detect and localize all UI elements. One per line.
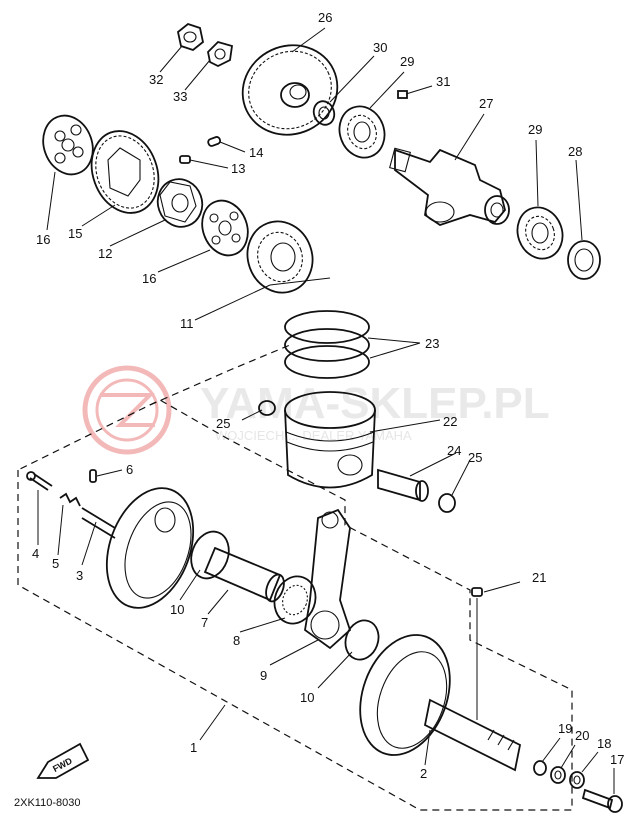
callout-18: 18	[597, 736, 611, 751]
callout-16-mid: 16	[142, 271, 156, 286]
diagram-code: 2XK110-8030	[14, 797, 80, 809]
spring-13	[179, 155, 191, 164]
callout-4: 4	[32, 546, 39, 561]
callout-20: 20	[575, 728, 589, 743]
washer-18	[569, 771, 585, 789]
circlip-25-left	[258, 400, 276, 416]
washer-10-left	[190, 530, 230, 580]
assembly-boundary	[17, 344, 573, 811]
piston-rings-23	[284, 310, 370, 379]
leader-lines	[37, 27, 615, 794]
callout-10-right: 10	[300, 690, 314, 705]
bolt-17	[581, 788, 623, 813]
nut-32	[177, 22, 204, 52]
callout-6: 6	[126, 462, 133, 477]
key-21	[471, 587, 483, 597]
callout-16-top: 16	[36, 232, 50, 247]
key-31	[397, 90, 408, 99]
bolt-4	[26, 471, 53, 491]
fwd-arrow-icon: FWD	[36, 742, 90, 779]
bearing-11	[246, 220, 314, 294]
callout-11: 11	[180, 316, 194, 331]
piston-22	[284, 391, 376, 489]
callout-29-right: 29	[528, 122, 542, 137]
callout-14: 14	[249, 145, 263, 160]
key-6	[89, 469, 97, 483]
crank-right-2	[359, 634, 522, 772]
washer-10-right	[344, 619, 380, 661]
callout-31: 31	[436, 74, 450, 89]
gear-26	[241, 44, 339, 136]
gear-15	[90, 130, 160, 214]
callout-12: 12	[98, 246, 112, 261]
circlip-25-right	[438, 493, 456, 513]
callout-29-top: 29	[400, 54, 414, 69]
callout-19: 19	[558, 721, 572, 736]
callout-22: 22	[443, 414, 457, 429]
watermark-logo	[82, 365, 172, 455]
spring-5	[59, 492, 81, 507]
callout-7: 7	[201, 615, 208, 630]
callout-21: 21	[532, 570, 546, 585]
piston-pin-24	[377, 468, 429, 502]
callout-24: 24	[447, 443, 461, 458]
plate-16-mid	[201, 199, 249, 257]
balancer-shaft-27	[389, 147, 510, 226]
callout-25-right: 25	[468, 450, 482, 465]
washer-20	[550, 766, 566, 784]
needle-bearing-8	[273, 575, 317, 625]
crank-pin-7	[203, 546, 285, 603]
bearing-29-right	[516, 206, 564, 260]
callout-5: 5	[52, 556, 59, 571]
callout-15: 15	[68, 226, 82, 241]
pin-14	[207, 136, 222, 147]
callout-27: 27	[479, 96, 493, 111]
callout-33: 33	[173, 89, 187, 104]
callout-28: 28	[568, 144, 582, 159]
washer-19	[533, 760, 547, 776]
collar-30	[312, 100, 336, 126]
callout-32: 32	[149, 72, 163, 87]
connecting-rod-9	[304, 508, 352, 650]
oil-seal-28	[567, 240, 601, 280]
damper-12	[156, 178, 204, 228]
watermark: YAMA-SKLEP.PL WOJCIECH ... DEALER YAMAHA	[82, 365, 550, 455]
callout-3: 3	[76, 568, 83, 583]
callout-10-left: 10	[170, 602, 184, 617]
callout-25-left: 25	[216, 416, 230, 431]
watermark-subtitle: WOJCIECH ... DEALER YAMAHA	[215, 428, 412, 443]
callout-30: 30	[373, 40, 387, 55]
callout-23: 23	[425, 336, 439, 351]
callout-17: 17	[610, 752, 624, 767]
callout-26: 26	[318, 10, 332, 25]
callout-1: 1	[190, 740, 197, 755]
lock-washer-33	[207, 40, 234, 68]
bearing-29-top	[338, 105, 386, 159]
callout-13: 13	[231, 161, 245, 176]
callout-9: 9	[260, 668, 267, 683]
plate-16-top	[42, 114, 94, 176]
crank-left-3	[81, 487, 195, 609]
callout-labels: 26 30 29 31 32 33 14 13 27 29 28 16 15 1…	[32, 10, 624, 781]
callout-8: 8	[233, 633, 240, 648]
callout-2: 2	[420, 766, 427, 781]
